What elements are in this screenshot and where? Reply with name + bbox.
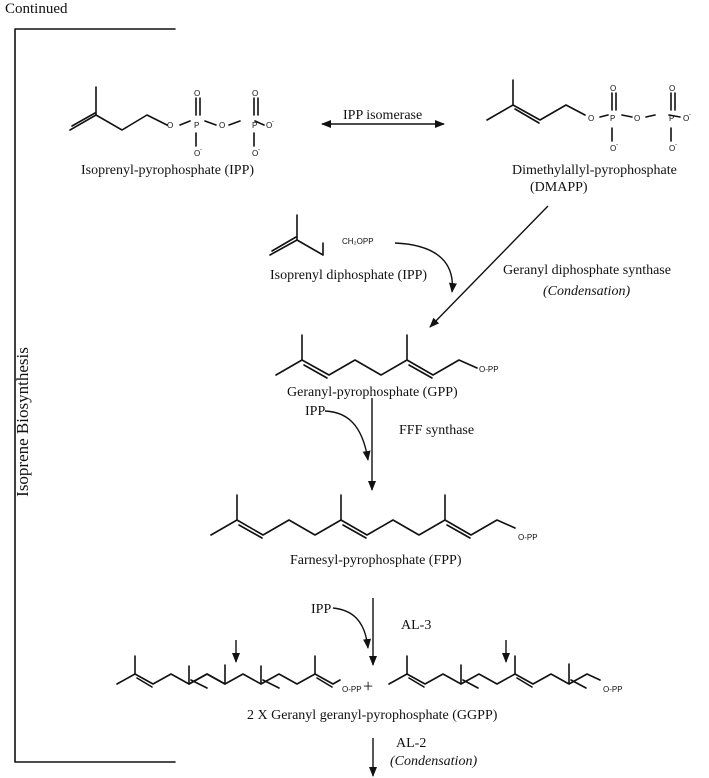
fff-synthase-label: FFF synthase [399,423,475,438]
al2-note: (Condensation) [390,754,478,769]
ipp-addition-arrow-3 [332,607,372,649]
ipp-o-atom: O [167,121,173,130]
gpp-opp-label: O-PP [479,365,499,374]
plus-sign: + [363,676,374,696]
ggpp-opp-label-left: O-PP [342,685,362,694]
svg-text:-: - [258,147,260,153]
ipp-diphosphate-label: Isoprenyl diphosphate (IPP) [270,268,428,283]
ipp-o-atom: O [252,89,258,98]
continued-label: Continued [5,1,68,17]
ipp-o-atom: O [252,149,258,158]
svg-text:O: O [683,114,689,123]
svg-text:-: - [616,142,618,148]
ipp-o-atom: O [194,89,200,98]
dmapp-structure: O P O P O O O- O- O- [486,79,691,153]
condensation-arrow [429,205,549,328]
svg-text:O: O [588,114,594,123]
fpp-opp-label: O-PP [518,533,538,542]
ipp-o-atom: O [219,121,225,130]
fpp-label: Farnesyl-pyrophosphate (FPP) [290,553,462,568]
gpp-synthase-label: Geranyl diphosphate synthase [503,263,671,278]
ipp-p-atom: P [194,121,199,130]
svg-text:-: - [200,147,202,153]
ggpp-label: 2 X Geranyl geranyl-pyrophosphate (GGPP) [247,708,498,723]
ipp-o-atom: O [266,121,272,130]
gpp-synthase-note: (Condensation) [543,284,631,299]
sidebar-bracket [14,28,176,763]
ggpp-opp-label-right: O-PP [603,685,623,694]
dmapp-abbrev: (DMAPP) [530,180,588,195]
ggpp-structure-right [388,640,601,689]
ch2opp-label: CH₂OPP [342,237,374,246]
fpp-structure [210,494,516,539]
ipp-o-atom: O [194,149,200,158]
svg-text:O: O [669,144,675,153]
svg-text:P: P [669,114,674,123]
ipp-addition-arrow-2 [324,410,371,461]
svg-text:-: - [675,142,677,148]
svg-text:O: O [610,84,616,93]
svg-text:P: P [610,114,615,123]
dmapp-label: Dimethylallyl-pyrophosphate [512,163,677,178]
ipp-small-structure [269,214,324,256]
ipp-label: Isoprenyl-pyrophosphate (IPP) [81,163,255,178]
svg-text:O: O [634,114,640,123]
ipp-p-atom: P [252,121,257,130]
svg-text:-: - [689,112,691,118]
ipp-structure: O P O P O O O- O- O- [69,86,274,158]
svg-text:-: - [272,119,274,125]
gpp-structure [275,334,478,379]
svg-text:O: O [669,84,675,93]
ipp-addition-arrow [394,242,457,293]
al3-label: AL-3 [401,618,432,633]
gpp-label: Geranyl-pyrophosphate (GPP) [287,385,458,400]
svg-text:O: O [610,144,616,153]
ipp-input-label-2: IPP [311,602,332,617]
ipp-input-label: IPP [305,404,326,419]
al2-label: AL-2 [396,736,427,751]
ipp-isomerase-label: IPP isomerase [343,108,423,123]
ggpp-structure-left [116,640,341,689]
